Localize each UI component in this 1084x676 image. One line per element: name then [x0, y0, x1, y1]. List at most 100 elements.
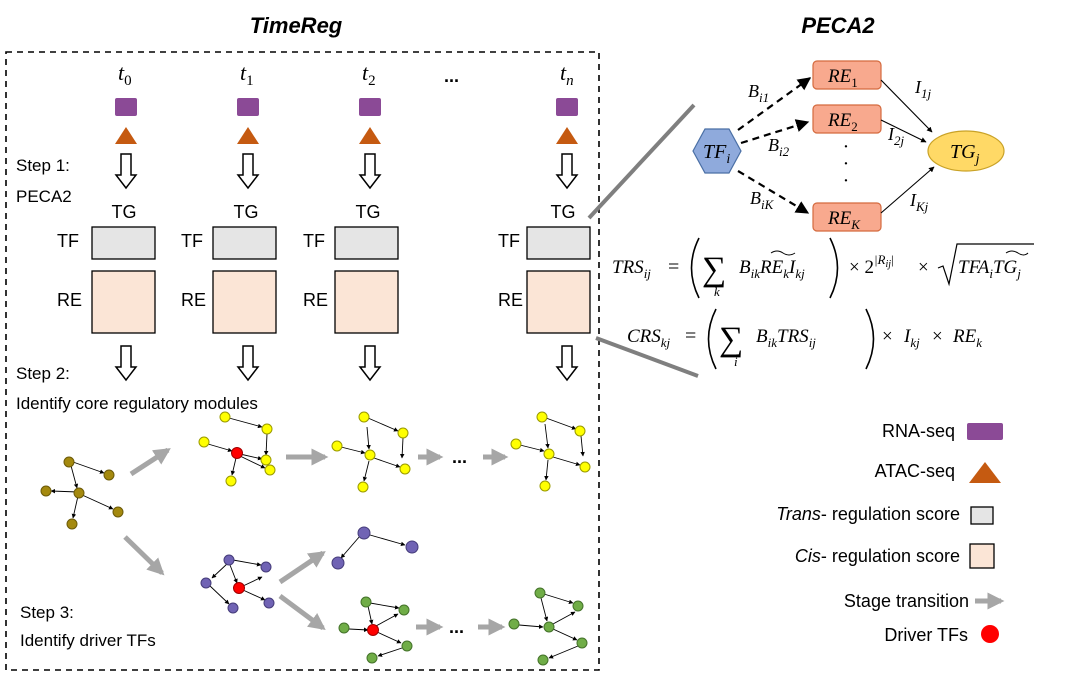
down-arrow-icon [114, 345, 138, 382]
tf-label: TF [181, 231, 203, 251]
re-label: RE [181, 290, 206, 310]
cis-score-legend-swatch [969, 543, 995, 569]
cis-score-matrix [91, 270, 156, 334]
rna-seq-marker [556, 98, 578, 116]
legend-label-stage-transition: Stage transition [844, 591, 969, 611]
down-arrow-icon [555, 345, 579, 382]
trs-root-term: TFAiTGj [958, 257, 1021, 281]
cis-score-matrix [334, 270, 399, 334]
step3-label: Step 3: [20, 603, 74, 622]
core-module-network [198, 411, 276, 487]
re-label: RE [303, 290, 328, 310]
crs-formula: CRSkj = ∑ i BikTRSij × Ikj × REk [627, 308, 982, 370]
trans-score-matrix [526, 226, 591, 260]
zoom-connector-line [587, 103, 696, 220]
tf-node [692, 128, 742, 174]
crs-re-term: REk [952, 326, 982, 350]
rna-seq-marker [237, 98, 259, 116]
tg-node-label: TGj [950, 141, 980, 167]
trans-score-matrix [91, 226, 156, 260]
vertical-dots: · [843, 136, 850, 158]
tf-label: TF [498, 231, 520, 251]
trs-times: × [918, 257, 929, 278]
trans-score-legend-swatch [970, 506, 994, 525]
initial-network [40, 456, 124, 530]
tg-label: TG [112, 202, 137, 222]
edge-weight-i: I2j [887, 124, 905, 148]
down-arrow-icon [236, 153, 260, 190]
crs-term: BikTRSij [756, 326, 816, 350]
timepoint-label: t1 [240, 60, 254, 89]
rna-seq-marker [359, 98, 381, 116]
step3-description: Identify driver TFs [20, 631, 156, 650]
down-arrow-icon [555, 153, 579, 190]
step1-method: PECA2 [16, 187, 72, 206]
paren-left [690, 237, 700, 299]
edge-weight-b: Bi1 [748, 81, 769, 105]
atac-seq-legend-swatch [969, 462, 1001, 483]
trs-power: × 2|Rij| [849, 252, 894, 278]
timepoint-column: t0 TG TF RE [57, 60, 156, 382]
down-arrow-icon [358, 345, 382, 382]
sum-symbol: ∑ [719, 321, 743, 358]
tg-label: TG [356, 202, 381, 222]
tg-label: TG [234, 202, 259, 222]
edge-weight-i: I1j [914, 77, 932, 101]
rna-seq-legend-swatch [967, 423, 1003, 440]
driver-network [200, 554, 275, 614]
crs-lhs: CRSkj [627, 326, 671, 350]
timepoint-column: t2 TG TF RE [303, 60, 399, 382]
timepoint-label: t0 [118, 60, 132, 89]
down-arrow-icon [358, 153, 382, 190]
cis-score-matrix [212, 270, 277, 334]
crs-times: × [932, 326, 943, 347]
timepoint-ellipsis: ... [444, 66, 459, 86]
step1-label: Step 1: [16, 156, 70, 175]
crs-times: × [882, 326, 893, 347]
legend: RNA-seq ATAC-seq Trans- regulation score… [776, 421, 1005, 645]
vertical-dots: · [843, 153, 850, 175]
tg-node [927, 130, 1005, 172]
edge-weight-b: BiK [750, 188, 775, 212]
re-node-label: RE1 [827, 66, 858, 90]
down-arrow-icon [236, 345, 260, 382]
core-module-network [508, 587, 588, 666]
sum-index: i [734, 354, 738, 369]
sum-symbol: ∑ [702, 251, 726, 288]
legend-label-cis-score: Cis- regulation score [795, 546, 960, 566]
zoom-connector-line [595, 336, 699, 378]
legend-label-driver-tfs: Driver TFs [884, 625, 968, 645]
paren-right [829, 237, 839, 299]
core-module-network [331, 411, 411, 493]
sqrt-symbol [937, 243, 1034, 287]
peca2-network: TFi RE1 RE2 REK · · · TGj Bi1 Bi2 BiK I1… [692, 60, 1005, 232]
re-label: RE [498, 290, 523, 310]
re-node-label: REK [827, 208, 861, 232]
tf-label: TF [57, 231, 79, 251]
cis-score-matrix [526, 270, 591, 334]
trs-lhs: TRSij [612, 257, 651, 281]
timepoint-label: t2 [362, 60, 376, 89]
trans-score-matrix [334, 226, 399, 260]
network-ellipsis: ... [449, 617, 464, 637]
tg-label: TG [551, 202, 576, 222]
paren-left [707, 308, 717, 370]
re-label: RE [57, 290, 82, 310]
timepoint-label: tn [560, 60, 574, 89]
driver-network [338, 596, 413, 664]
re-node-label: RE2 [827, 110, 858, 134]
re-node [812, 202, 882, 232]
atac-seq-marker [359, 127, 381, 144]
legend-label-rna-seq: RNA-seq [882, 421, 955, 441]
crs-equals: = [685, 325, 696, 347]
driver-tf-legend-dot [981, 625, 999, 643]
paren-right [865, 308, 875, 370]
trs-formula: TRSij = ∑ k BikREkIkj × 2|Rij| × TFAiTGj [612, 237, 1034, 299]
sum-index: k [714, 284, 720, 299]
re-node [812, 104, 882, 134]
timereg-frame [5, 51, 600, 671]
step2-label: Step 2: [16, 364, 70, 383]
timereg-title: TimeReg [250, 13, 343, 38]
atac-seq-marker [237, 127, 259, 144]
